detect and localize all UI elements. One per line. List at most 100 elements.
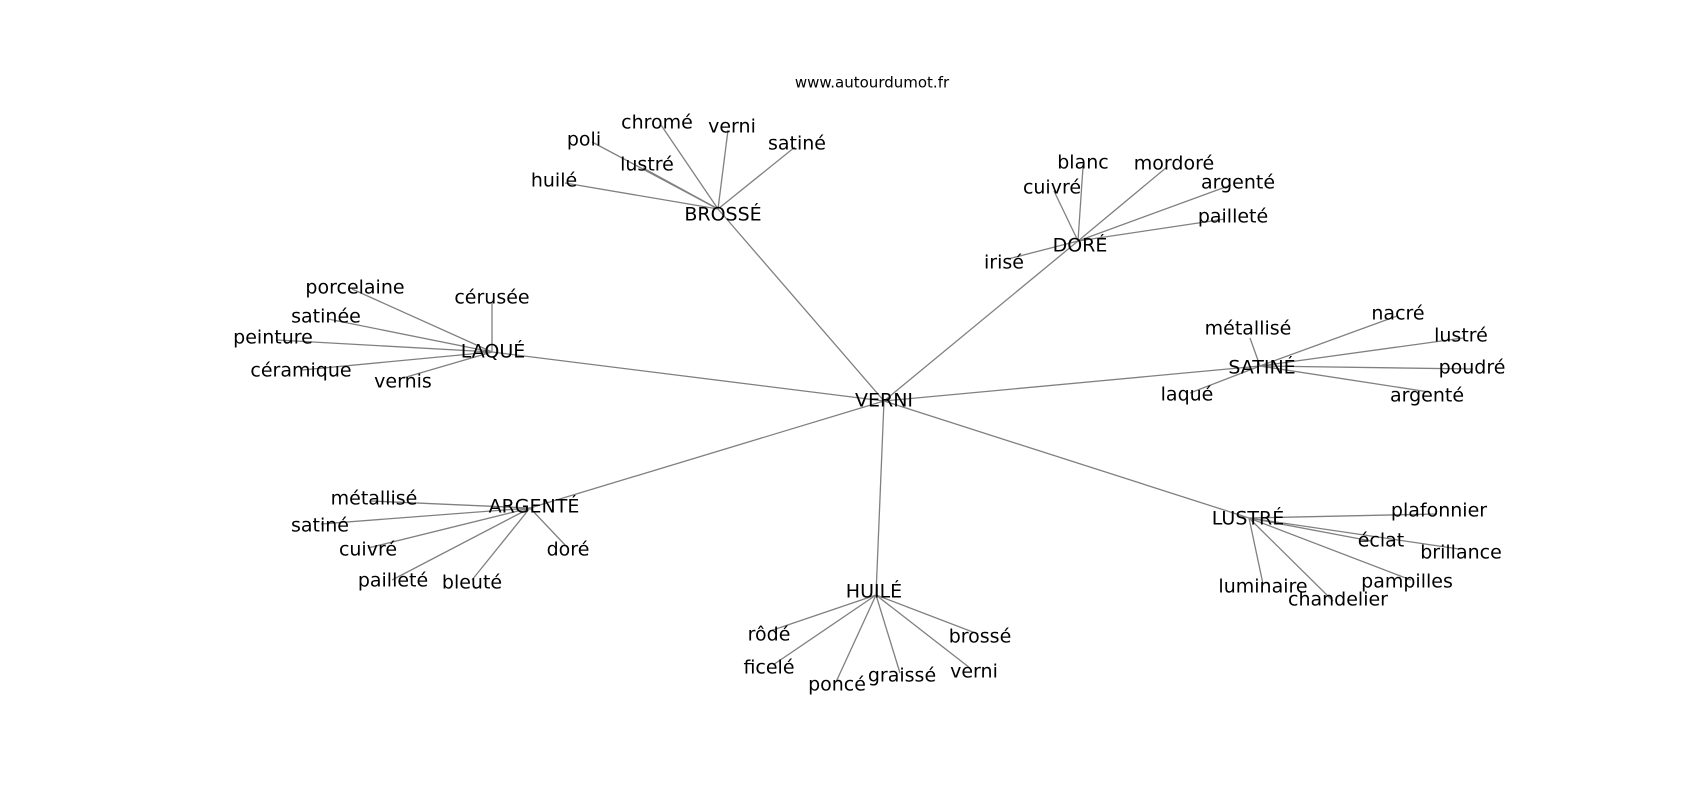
cluster-node-satine: SATINÉ — [1228, 356, 1295, 379]
edge-argente-to-paillete — [391, 507, 531, 581]
cluster-node-brosse: BROSSÉ — [684, 203, 761, 226]
leaf-node-dore-mordore: mordoré — [1134, 153, 1214, 175]
leaf-node-huile-ficele: ficelé — [743, 657, 794, 679]
leaf-node-satine-argente: argenté — [1390, 385, 1464, 407]
edge-huile-to-rode — [769, 594, 877, 632]
edge-center-to-argente — [529, 400, 885, 509]
cluster-node-dore: DORÉ — [1053, 234, 1108, 257]
leaf-node-brosse-huile: huilé — [531, 170, 577, 192]
edge-huile-to-ponce — [835, 594, 877, 683]
leaf-node-argente-paillete: pailleté — [358, 570, 428, 592]
edge-satine-to-laque — [1189, 365, 1261, 394]
leaf-node-argente-metallise: métallisé — [331, 488, 418, 510]
edge-brosse-to-chrome — [660, 124, 719, 210]
leaf-node-lustre-eclat: éclat — [1358, 530, 1405, 552]
edge-huile-to-verni — [875, 594, 971, 669]
leaf-node-satine-metallise: métallisé — [1205, 318, 1292, 340]
leaf-node-laque-satinee: satinée — [291, 306, 361, 328]
leaf-node-satine-poudre: poudré — [1439, 357, 1506, 379]
leaf-node-satine-laque: laqué — [1161, 384, 1214, 406]
edge-dore-to-cuivre — [1053, 190, 1079, 242]
edge-lustre-to-eclat — [1248, 517, 1372, 542]
edge-center-to-lustre — [883, 400, 1250, 519]
edge-argente-to-bleute — [471, 507, 531, 581]
leaf-node-lustre-pampilles: pampilles — [1361, 571, 1453, 593]
leaf-node-huile-verni: verni — [950, 661, 998, 683]
edge-laque-to-vernis — [402, 351, 493, 379]
leaf-node-brosse-verni: verni — [708, 116, 756, 138]
leaf-node-brosse-poli: poli — [567, 129, 601, 151]
edge-brosse-to-satine — [717, 146, 796, 210]
cluster-node-huile: HUILÉ — [846, 580, 902, 603]
edge-brosse-to-verni — [717, 129, 729, 210]
edge-center-to-satine — [883, 365, 1261, 402]
leaf-node-huile-ponce: poncé — [808, 674, 866, 696]
edge-laque-to-porcelaine — [351, 288, 493, 353]
leaf-node-lustre-plafonnier: plafonnier — [1391, 500, 1487, 522]
leaf-node-argente-cuivre: cuivré — [339, 539, 397, 561]
leaf-node-lustre-brillance: brillance — [1420, 542, 1502, 564]
leaf-node-dore-cuivre: cuivré — [1023, 177, 1081, 199]
edges — [276, 124, 1474, 683]
leaf-node-dore-argente: argenté — [1201, 172, 1275, 194]
edge-laque-to-ceramique — [301, 351, 493, 371]
edge-lustre-to-chandelier — [1248, 517, 1334, 602]
leaf-node-brosse-satine: satiné — [768, 133, 826, 155]
leaf-node-lustre-luminaire: luminaire — [1218, 576, 1307, 598]
edge-lustre-to-brillance — [1248, 517, 1460, 550]
leaf-node-brosse-lustre: lustré — [620, 154, 674, 176]
edge-satine-to-metallise — [1249, 337, 1261, 367]
leaf-node-brosse-chrome: chromé — [621, 112, 693, 134]
edge-argente-to-metallise — [370, 500, 531, 509]
edge-lustre-to-plafonnier — [1248, 513, 1438, 519]
edge-dore-to-blanc — [1077, 166, 1084, 242]
edge-huile-to-brosse — [875, 594, 979, 635]
edge-satine-to-argente — [1259, 365, 1430, 393]
leaf-node-lustre-chandelier: chandelier — [1288, 589, 1388, 611]
edge-laque-to-peinture — [276, 339, 493, 353]
edge-huile-to-graisse — [875, 594, 901, 674]
center-node-verni: VERNI — [855, 390, 913, 412]
edge-lustre-to-luminaire — [1248, 517, 1264, 585]
leaf-node-laque-peinture: peinture — [233, 327, 313, 349]
leaf-node-argente-bleute: bleuté — [442, 572, 502, 594]
edge-dore-to-mordore — [1077, 166, 1168, 242]
edge-brosse-to-huile — [564, 182, 719, 210]
leaf-node-satine-nacre: nacré — [1371, 303, 1424, 325]
cluster-node-laque: LAQUÉ — [461, 340, 526, 363]
leaf-node-laque-porcelaine: porcelaine — [305, 277, 404, 299]
leaf-node-laque-ceramique: céramique — [250, 360, 351, 382]
leaf-node-huile-graisse: graissé — [868, 665, 936, 687]
edge-argente-to-dore — [529, 507, 568, 548]
leaf-node-huile-rode: rôdé — [748, 624, 791, 646]
edge-dore-to-irise — [1007, 240, 1079, 260]
edge-huile-to-ficele — [772, 594, 877, 666]
leaf-node-argente-dore: doré — [547, 539, 590, 561]
edge-brosse-to-lustre — [642, 167, 719, 210]
edge-dore-to-argente — [1077, 184, 1232, 242]
edge-lustre-to-pampilles — [1248, 517, 1412, 581]
leaf-node-dore-blanc: blanc — [1057, 152, 1108, 174]
edge-satine-to-nacre — [1259, 315, 1398, 367]
cluster-node-argente: ARGENTÉ — [489, 495, 580, 518]
leaf-node-argente-satine: satiné — [291, 515, 349, 537]
edge-satine-to-poudre — [1259, 365, 1474, 370]
edge-argente-to-satine — [320, 507, 531, 525]
edge-dore-to-paillete — [1077, 218, 1226, 242]
edge-center-to-huile — [875, 400, 885, 596]
leaf-node-huile-brosse: brossé — [949, 626, 1012, 648]
leaf-node-laque-cerusee: cérusée — [454, 287, 529, 309]
leaf-node-dore-paillete: pailleté — [1198, 206, 1268, 228]
leaf-node-satine-lustre: lustré — [1434, 325, 1488, 347]
leaf-node-laque-vernis: vernis — [374, 371, 432, 393]
edge-argente-to-cuivre — [367, 507, 531, 549]
leaf-node-dore-irise: irisé — [984, 252, 1024, 274]
edge-center-to-dore — [883, 240, 1079, 402]
edge-laque-to-satinee — [327, 318, 493, 353]
cluster-node-lustre: LUSTRÉ — [1212, 507, 1284, 530]
edge-center-to-laque — [491, 351, 885, 402]
watermark: www.autourdumot.fr — [795, 74, 950, 92]
edge-center-to-brosse — [717, 208, 885, 402]
